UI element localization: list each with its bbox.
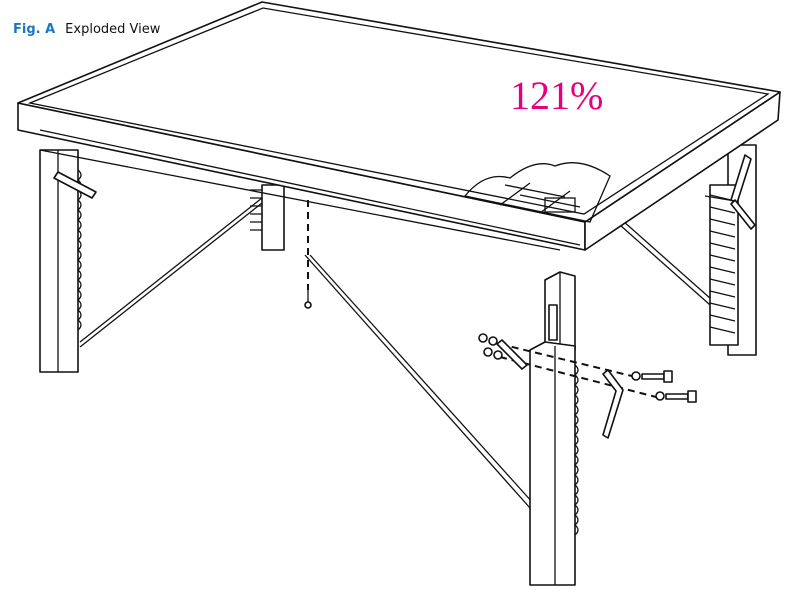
bolt-hardware <box>478 333 697 439</box>
figure-label: Fig. A <box>13 22 56 37</box>
right-leg <box>704 144 757 356</box>
figure-title: Exploded View <box>65 22 161 37</box>
table-top <box>17 1 781 251</box>
cross-braces <box>79 197 721 509</box>
back-leg <box>250 184 285 251</box>
figure-caption: Fig. A Exploded View <box>13 22 160 37</box>
front-leg <box>529 271 579 586</box>
left-leg <box>39 149 97 373</box>
zoom-annotation: 121% <box>510 73 604 118</box>
center-screw <box>304 200 312 309</box>
